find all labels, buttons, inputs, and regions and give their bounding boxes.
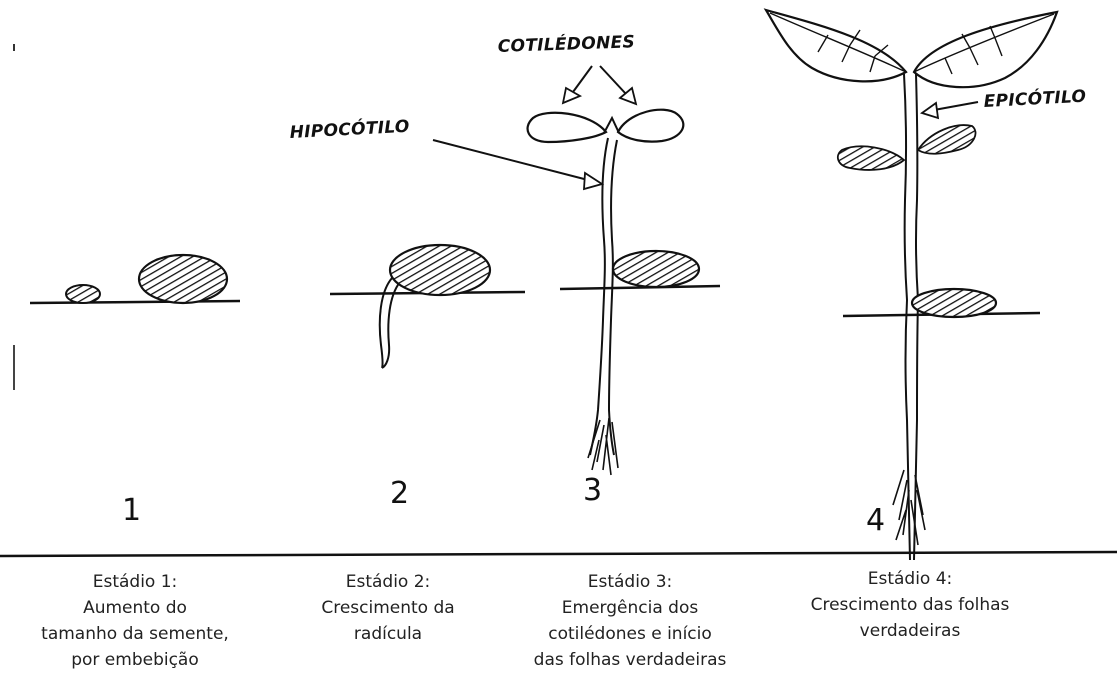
soil-line-1	[30, 301, 240, 303]
caption-line: Aumento do	[10, 595, 260, 621]
caption-stage-4: Estádio 4: Crescimento das folhas verdad…	[765, 566, 1055, 644]
seed-remnant-3	[613, 251, 699, 287]
divider-line	[0, 552, 1117, 556]
caption-line: das folhas verdadeiras	[500, 647, 760, 673]
caption-line: Emergência dos	[500, 595, 760, 621]
stray-mark	[13, 345, 15, 390]
caption-stage-3: Estádio 3: Emergência dos cotilédones e …	[500, 569, 760, 673]
stage-number-4: 4	[866, 503, 885, 538]
swollen-seed	[139, 255, 227, 303]
stage-1-drawing	[30, 255, 240, 303]
caption-stage-2: Estádio 2: Crescimento da radícula	[268, 569, 508, 647]
withered-cotyledon-left	[838, 146, 904, 170]
leaf-bud	[604, 118, 619, 133]
stage-number-3: 3	[583, 473, 602, 508]
stage-2-drawing	[330, 245, 525, 368]
label-cotiledones: COTILÉDONES	[497, 30, 635, 57]
stage-number-1: 1	[122, 493, 141, 528]
caption-stage-1: Estádio 1: Aumento do tamanho da semente…	[10, 569, 260, 673]
label-hipocotilo: HIPOCÓTILO	[289, 115, 410, 143]
epicotilo-arrow	[922, 102, 978, 118]
withered-cotyledon-right	[918, 125, 976, 154]
caption-line: radícula	[268, 621, 508, 647]
hipocotilo-arrow	[433, 140, 602, 189]
stage-3-drawing	[528, 110, 720, 475]
cotyledon-left	[528, 113, 606, 142]
cotyledon-right	[618, 110, 683, 142]
caption-line: Crescimento das folhas	[765, 592, 1055, 618]
stage-number-2: 2	[390, 476, 409, 511]
stray-mark	[13, 44, 15, 51]
true-leaf-right	[914, 12, 1057, 87]
caption-line: tamanho da semente,	[10, 621, 260, 647]
small-seed	[66, 285, 100, 303]
caption-line: Estádio 3:	[500, 569, 760, 595]
germinating-seed	[390, 245, 490, 295]
caption-line: Crescimento da	[268, 595, 508, 621]
caption-line: Estádio 2:	[268, 569, 508, 595]
caption-line: Estádio 1:	[10, 569, 260, 595]
caption-line: Estádio 4:	[765, 566, 1055, 592]
caption-line: verdadeiras	[765, 618, 1055, 644]
caption-line: por embebição	[10, 647, 260, 673]
radicle	[380, 278, 400, 368]
caption-line: cotilédones e início	[500, 621, 760, 647]
label-epicotilo: EPICÓTILO	[983, 85, 1087, 112]
seed-remnant-4	[912, 289, 996, 317]
cotiledones-arrows	[563, 66, 636, 104]
